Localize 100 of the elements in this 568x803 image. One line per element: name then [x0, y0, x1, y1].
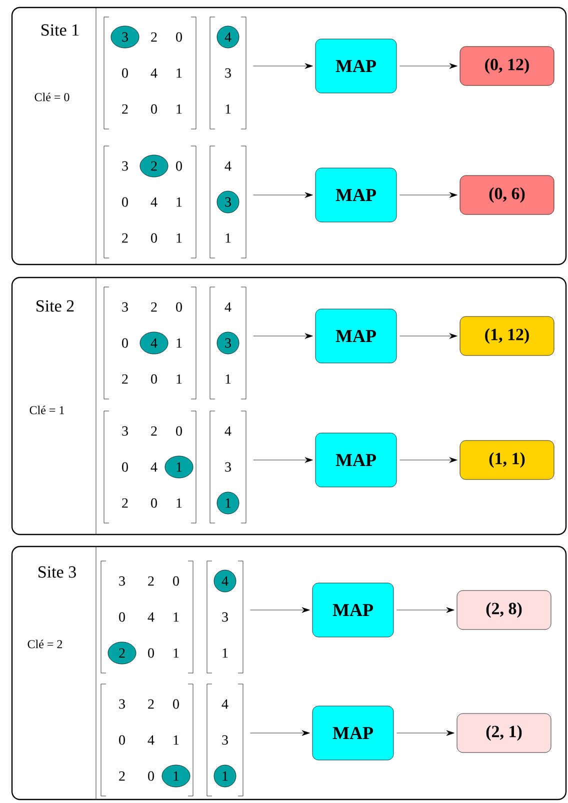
entry: 2	[148, 699, 154, 709]
highlighted-entry: 1	[164, 456, 194, 478]
entry: 1	[176, 498, 182, 508]
entry: 4	[224, 302, 232, 312]
highlighted-entry: 3	[216, 332, 240, 354]
highlighted-entry: 1	[216, 492, 240, 514]
map-box: MAP	[315, 38, 397, 94]
map-box: MAP	[315, 168, 397, 222]
entry: 1	[176, 104, 182, 114]
entry: 1	[174, 735, 179, 745]
highlighted-entry: 3	[216, 190, 240, 214]
entry: 0	[151, 498, 157, 508]
highlighted-entry: 4	[216, 26, 240, 48]
entry: 2	[148, 576, 154, 586]
entry: 3	[225, 462, 231, 472]
entry: 0	[122, 338, 128, 348]
entry: 1	[176, 68, 182, 78]
result-box: (2, 8)	[456, 590, 552, 630]
entry: 3	[225, 68, 231, 78]
highlighted-entry: 4	[140, 332, 168, 354]
map-box: MAP	[315, 432, 397, 488]
entry: 3	[119, 699, 125, 709]
entry: 1	[174, 612, 179, 622]
entry: 1	[176, 233, 182, 243]
entry: 1	[174, 648, 179, 658]
entry: 4	[222, 699, 228, 709]
entry: 2	[122, 104, 128, 114]
entry: 2	[122, 233, 128, 243]
arrow	[253, 333, 313, 339]
entry: 2	[119, 771, 125, 781]
entry: 3	[122, 426, 128, 436]
arrow	[253, 63, 313, 69]
entry: 0	[151, 104, 157, 114]
entry: 0	[148, 648, 154, 658]
result-box: (0, 6)	[460, 175, 554, 215]
entry: 3	[222, 735, 228, 745]
entry: 3	[122, 302, 128, 312]
entry: 0	[122, 462, 128, 472]
entry: 0	[122, 197, 128, 207]
highlighted-entry: 2	[108, 642, 136, 664]
entry: 4	[148, 735, 154, 745]
map-box: MAP	[312, 706, 394, 760]
entry: 0	[119, 612, 125, 622]
result-box: (1, 12)	[460, 316, 554, 356]
entry: 0	[151, 374, 157, 384]
entry: 4	[150, 462, 158, 472]
arrow	[396, 730, 454, 736]
key-label: Clé = 2	[28, 640, 62, 648]
result-box: (0, 12)	[460, 46, 554, 86]
key-label: Clé = 1	[30, 406, 64, 414]
entry: 1	[226, 233, 231, 243]
highlighted-entry: 2	[140, 154, 168, 178]
entry: 0	[151, 233, 157, 243]
entry: 0	[176, 32, 182, 42]
entry: 4	[150, 68, 158, 78]
arrow	[253, 192, 313, 198]
highlighted-entry: 4	[214, 570, 236, 592]
arrow	[400, 333, 458, 339]
entry: 0	[122, 68, 128, 78]
site-title: Site 1	[42, 24, 79, 36]
arrow	[400, 457, 458, 463]
entry: 2	[151, 32, 157, 42]
arrow	[250, 730, 310, 736]
map-box: MAP	[312, 582, 394, 638]
entry: 0	[176, 426, 182, 436]
entry: 1	[176, 197, 182, 207]
arrow	[396, 607, 454, 613]
site-title: Site 2	[36, 300, 74, 312]
key-label: Clé = 0	[34, 92, 70, 102]
highlighted-entry: 3	[110, 26, 140, 48]
entry: 4	[150, 197, 158, 207]
arrow	[400, 192, 458, 198]
result-box: (1, 1)	[460, 440, 554, 480]
entry: 0	[119, 735, 125, 745]
entry: 0	[176, 302, 182, 312]
entry: 2	[151, 302, 157, 312]
entry: 0	[176, 161, 182, 171]
entry: 2	[151, 426, 157, 436]
entry: 2	[122, 498, 128, 508]
entry: 0	[173, 699, 179, 709]
arrow	[250, 607, 310, 613]
entry: 1	[222, 648, 228, 658]
entry: 1	[226, 374, 231, 384]
entry: 2	[122, 374, 128, 384]
arrow	[253, 457, 313, 463]
entry: 3	[222, 612, 228, 622]
entry: 4	[224, 426, 232, 436]
entry: 3	[119, 576, 125, 586]
entry: 0	[173, 576, 179, 586]
entry: 1	[176, 338, 182, 348]
entry: 3	[122, 161, 128, 171]
highlighted-entry: 1	[162, 764, 190, 788]
entry: 1	[176, 374, 182, 384]
entry: 1	[226, 104, 231, 114]
result-box: (2, 1)	[456, 713, 552, 753]
site-title: Site 3	[38, 566, 76, 578]
highlighted-entry: 1	[214, 764, 236, 788]
entry: 4	[148, 612, 154, 622]
entry: 4	[224, 161, 232, 171]
map-box: MAP	[315, 308, 397, 364]
